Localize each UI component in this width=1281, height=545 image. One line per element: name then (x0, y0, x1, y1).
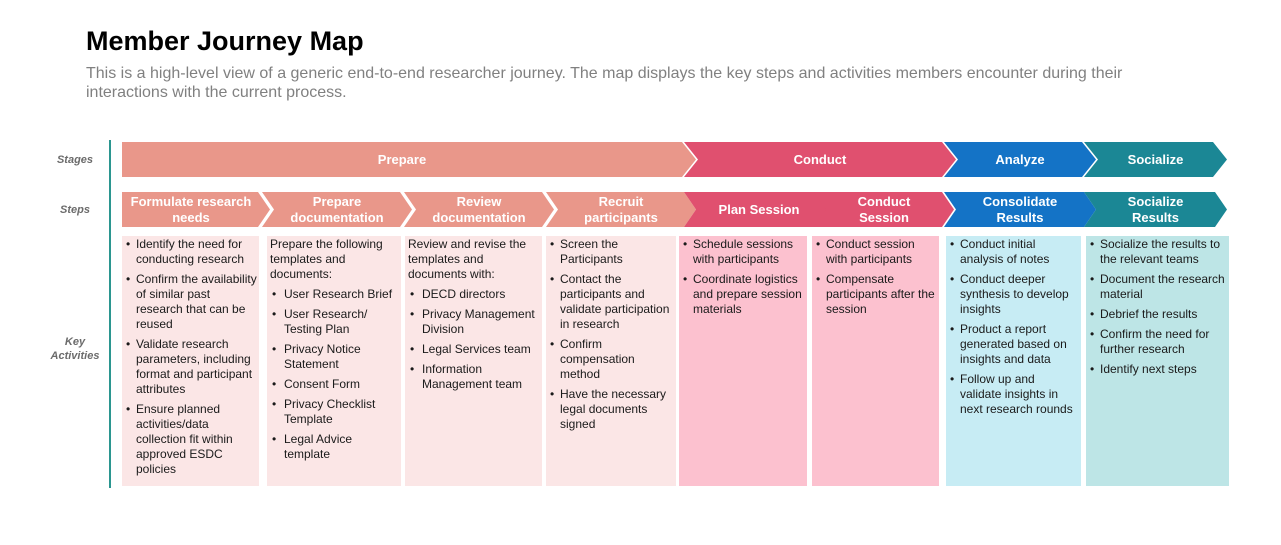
step-arrow-consolidate-results (944, 192, 1096, 227)
activity-item: Compensate participants after the sessio… (815, 272, 937, 317)
activity-item: Privacy Notice Statement (270, 342, 399, 372)
activity-item: Conduct deeper synthesis to develop insi… (949, 272, 1079, 317)
activity-item: Conduct initial analysis of notes (949, 237, 1079, 267)
activity-column-socialize-results: Socialize the results to the relevant te… (1086, 236, 1229, 486)
activity-item: Have the necessary legal documents signe… (549, 387, 674, 432)
step-label-plan-session: Plan Session (718, 201, 800, 217)
activity-column-plan-session: Schedule sessions with participantsCoord… (679, 236, 807, 486)
stage-label-analyze: Analyze (995, 152, 1045, 167)
activity-item: Information Management team (408, 362, 540, 392)
step-arrow-conduct-session (814, 192, 954, 227)
activity-item: Document the research material (1089, 272, 1227, 302)
activity-item: Privacy Checklist Template (270, 397, 399, 427)
step-arrow-review-documentation (404, 192, 554, 227)
activity-item: Screen the Participants (549, 237, 674, 267)
step-arrow-plan-session (684, 192, 834, 227)
activity-item: Socialize the results to the relevant te… (1089, 237, 1227, 267)
activity-column-prepare-documentation: Prepare the following templates and docu… (267, 236, 401, 486)
row-divider-line (109, 140, 111, 488)
step-arrow-socialize-results (1084, 192, 1227, 227)
row-label-stages: Stages (56, 154, 94, 166)
activity-item: Ensure planned activities/data collectio… (125, 402, 257, 477)
step-label-socialize-results: Socialize Results (1127, 193, 1184, 225)
activity-item: Identify the need for conducting researc… (125, 237, 257, 267)
activity-column-recruit-participants: Screen the ParticipantsContact the parti… (546, 236, 676, 486)
activity-list: Identify the need for conducting researc… (125, 237, 257, 477)
activity-item: Confirm compensation method (549, 337, 674, 382)
activity-item: Product a report generated based on insi… (949, 322, 1079, 367)
stage-label-prepare: Prepare (377, 152, 427, 167)
activity-column-consolidate-results: Conduct initial analysis of notesConduct… (946, 236, 1081, 486)
step-arrow-formulate-research-needs (122, 192, 270, 227)
activity-item: Confirm the availability of similar past… (125, 272, 257, 332)
activity-item: Debrief the results (1089, 307, 1227, 322)
activity-list: Conduct session with participantsCompens… (815, 237, 937, 317)
stage-label-conduct: Conduct (793, 152, 847, 167)
step-arrow-recruit-participants (546, 192, 696, 227)
step-label-conduct-session: Conduct Session (857, 193, 911, 225)
activity-list: Schedule sessions with participantsCoord… (682, 237, 805, 317)
step-label-consolidate-results: Consolidate Results (982, 193, 1058, 225)
activity-item: User Research Brief (270, 287, 399, 302)
step-label-formulate-research-needs: Formulate research needs (130, 193, 252, 225)
stage-arrow-prepare (122, 142, 696, 177)
stage-arrow-conduct (684, 142, 956, 177)
activity-item: Follow up and validate insights in next … (949, 372, 1079, 417)
activity-list: Conduct initial analysis of notesConduct… (949, 237, 1079, 417)
activity-item: Consent Form (270, 377, 399, 392)
activity-list: DECD directorsPrivacy Management Divisio… (408, 287, 540, 392)
activity-item: Privacy Management Division (408, 307, 540, 337)
activity-intro: Prepare the following templates and docu… (270, 237, 383, 281)
activity-item: Confirm the need for further research (1089, 327, 1227, 357)
stage-label-socialize: Socialize (1127, 152, 1184, 167)
stage-arrow-socialize (1084, 142, 1227, 177)
activity-item: Identify next steps (1089, 362, 1227, 377)
row-label-key-activities: Key Activities (50, 336, 100, 362)
activity-list: Screen the ParticipantsContact the parti… (549, 237, 674, 432)
activity-column-review-documentation: Review and revise the templates and docu… (405, 236, 542, 486)
step-arrow-prepare-documentation (262, 192, 412, 227)
activity-item: Legal Advice template (270, 432, 399, 462)
row-label-steps: Steps (60, 204, 90, 216)
activity-list: Socialize the results to the relevant te… (1089, 237, 1227, 377)
activity-intro: Review and revise the templates and docu… (408, 237, 527, 281)
page-subtitle: This is a high-level view of a generic e… (86, 65, 1123, 101)
stage-arrow-analyze (944, 142, 1096, 177)
step-label-review-documentation: Review documentation (432, 193, 526, 225)
activity-item: Coordinate logistics and prepare session… (682, 272, 805, 317)
activity-item: Schedule sessions with participants (682, 237, 805, 267)
step-label-recruit-participants: Recruit participants (584, 193, 658, 225)
activity-item: Legal Services team (408, 342, 540, 357)
activity-item: DECD directors (408, 287, 540, 302)
activity-column-conduct-session: Conduct session with participantsCompens… (812, 236, 939, 486)
activity-item: Conduct session with participants (815, 237, 937, 267)
activity-item: User Research/ Testing Plan (270, 307, 399, 337)
activity-item: Contact the participants and validate pa… (549, 272, 674, 332)
page-title: Member Journey Map (86, 26, 364, 56)
activity-column-formulate-research-needs: Identify the need for conducting researc… (122, 236, 259, 486)
step-label-prepare-documentation: Prepare documentation (290, 193, 384, 225)
activity-list: User Research BriefUser Research/ Testin… (270, 287, 399, 462)
activity-item: Validate research parameters, including … (125, 337, 257, 397)
